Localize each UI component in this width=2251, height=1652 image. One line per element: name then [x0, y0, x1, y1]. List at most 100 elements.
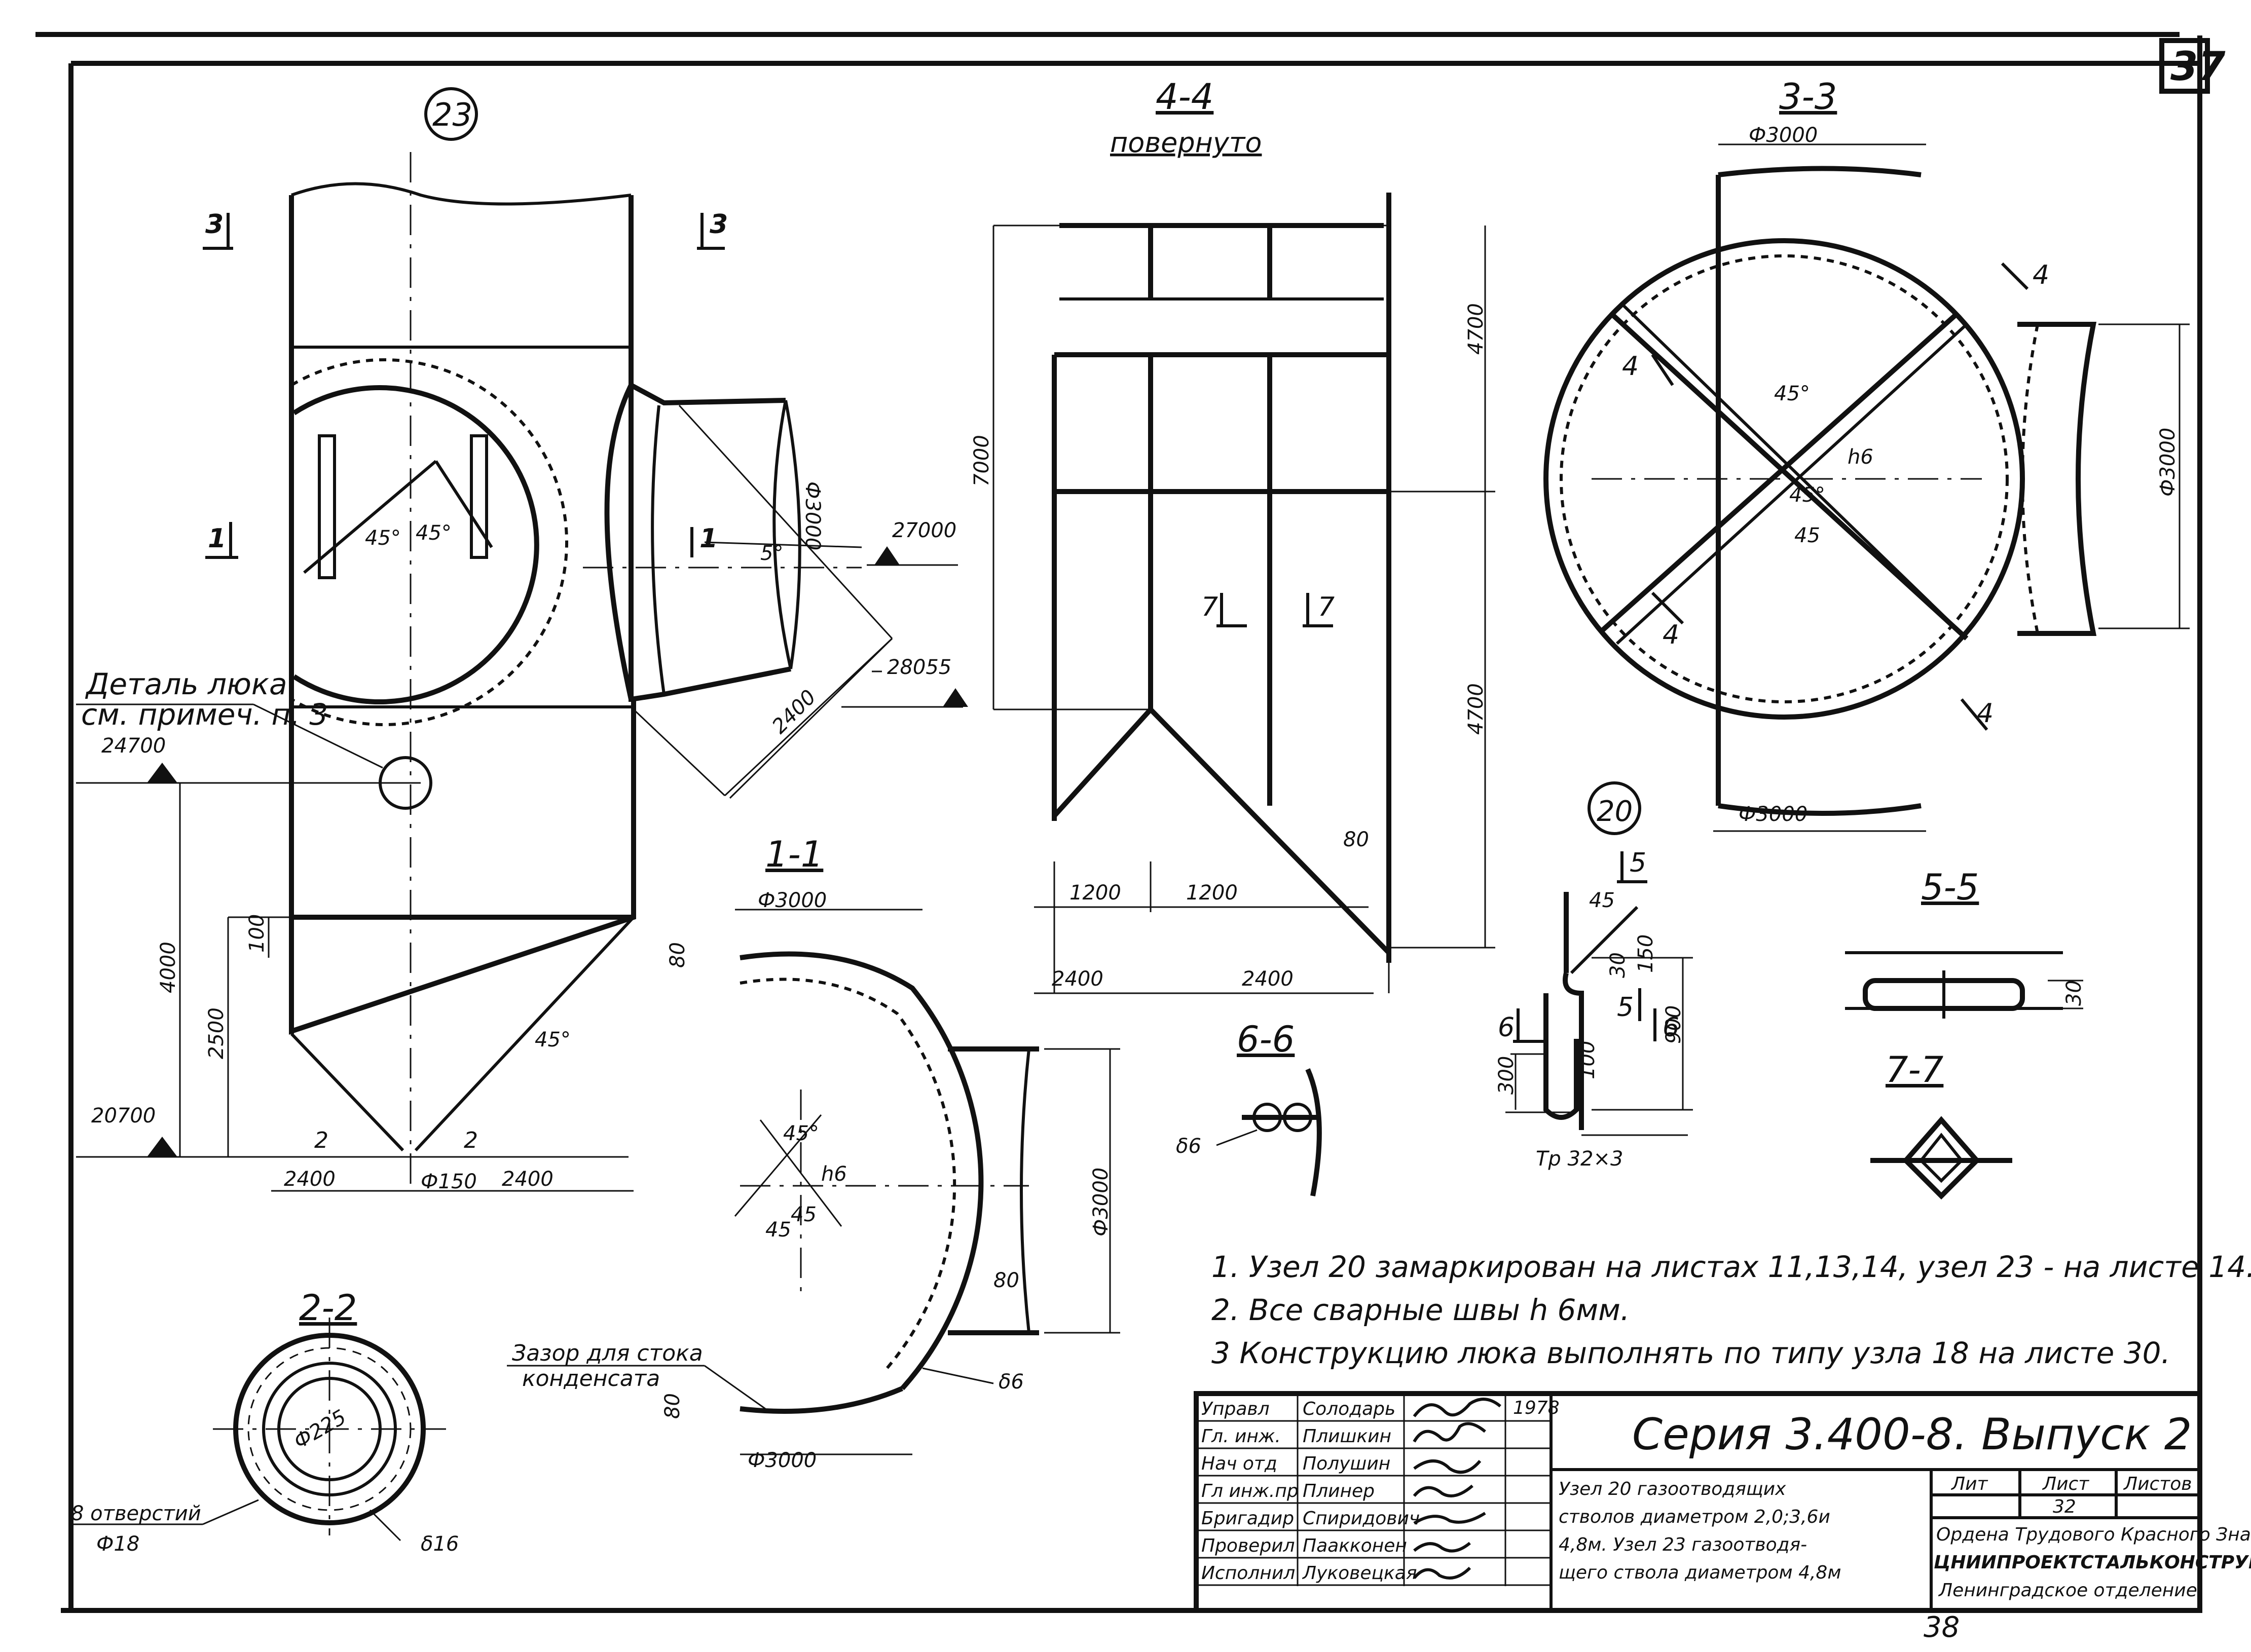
tb-list-num: 32	[2053, 1496, 2076, 1517]
node-20: 20 45 30 150 900 300 100 Тр 32×3 5 5 6 6	[1495, 781, 1693, 1171]
s11-phi-right: Ф3000	[1089, 1168, 1113, 1236]
tb-role-0: Управл	[1201, 1399, 1270, 1419]
sheet-number: 37	[2170, 44, 2226, 90]
n20-dim-150: 150	[1634, 934, 1657, 973]
s11-weld-h6: h6	[821, 1162, 847, 1186]
n20-dim-100: 100	[1576, 1041, 1599, 1079]
n20-cut-5b: 5	[1617, 992, 1634, 1023]
node-20-label: 20	[1597, 795, 1633, 828]
s22-phi225: Ф225	[290, 1405, 350, 1453]
cut-2-left: 2	[314, 1128, 328, 1153]
dim-1200-right: 1200	[1186, 881, 1238, 905]
s55-dim-30: 30	[2062, 980, 2086, 1006]
note-3: 3 Конструкцию люка выполнять по типу узл…	[1211, 1336, 2170, 1370]
tb-name-4: Спиридович	[1303, 1508, 1420, 1529]
cut-2-right: 2	[464, 1128, 478, 1153]
tb-desc-1: стволов диаметром 2,0;3,6и	[1559, 1507, 1830, 1527]
section-2-2: 2-2 Ф225 8 отверстий Ф18 δ16	[71, 1287, 459, 1556]
notes: 1. Узел 20 замаркирован на листах 11,13,…	[1211, 1250, 2251, 1370]
cut-3-left: 3	[205, 209, 224, 240]
section-1-1: 1-1 Ф3000 Ф3000 Ф3000 80 80 80 δ6 45° 45…	[507, 834, 1120, 1472]
s11-angle-45c: 45	[765, 1218, 791, 1242]
elev-28055: 28055	[887, 656, 951, 679]
s33-cut-4c: 4	[1663, 620, 1679, 650]
tb-name-1: Плишкин	[1303, 1426, 1391, 1447]
s33-weld-h6: h6	[1848, 445, 1873, 469]
dim-4000: 4000	[157, 942, 180, 993]
s22-holes-line2: Ф18	[96, 1532, 139, 1556]
tb-name-6: Луковецкая	[1302, 1563, 1417, 1584]
tb-listov: Листов	[2123, 1474, 2192, 1494]
s33-cut-4a: 4	[2033, 260, 2049, 290]
signatures	[1413, 1398, 1501, 1580]
s22-holes-line1: 8 отверстий	[71, 1502, 201, 1525]
s11-dim-80-c: 80	[661, 1393, 684, 1419]
n20-dim-900: 900	[1662, 1005, 1685, 1044]
angle-45-b: 45°	[416, 521, 452, 545]
dim-4700-bottom: 4700	[1464, 683, 1488, 735]
dim-2400-left: 2400	[284, 1168, 336, 1191]
dim-80: 80	[1343, 828, 1369, 851]
s11-gap-line2: конденсата	[522, 1366, 660, 1392]
tb-lit: Лит	[1950, 1474, 1988, 1494]
n20-dim-30: 30	[1606, 952, 1630, 978]
s33-phi-right: Ф3000	[2156, 428, 2180, 497]
n20-dim-45: 45	[1589, 889, 1615, 912]
section-5-5: 5-5 30	[1845, 867, 2086, 1019]
section-7-7: 7-7	[1870, 1049, 2012, 1200]
dim-100: 100	[245, 914, 269, 953]
dim-2400-left: 2400	[1052, 967, 1103, 991]
dim-2400-right: 2400	[502, 1168, 553, 1191]
n20-cut-6b: 6	[1663, 1012, 1679, 1043]
sheet-frame: 37 38	[35, 32, 2226, 1644]
tb-name-2: Полушин	[1303, 1453, 1390, 1474]
angle-5: 5°	[760, 542, 783, 565]
elev-20700: 20700	[91, 1104, 156, 1128]
tb-role-6: Исполнил	[1201, 1563, 1295, 1584]
dim-phi3000: Ф3000	[801, 481, 824, 550]
tb-role-5: Проверил	[1201, 1535, 1295, 1556]
s33-angle-45c: 45	[1794, 524, 1820, 547]
sheet-bottom-number: 38	[1924, 1611, 1960, 1644]
cut-1-right: 1	[699, 523, 718, 554]
node-23: 23	[76, 87, 968, 1193]
s11-phi-bottom: Ф3000	[748, 1449, 817, 1472]
node-23-label: 23	[432, 96, 472, 133]
tb-role-3: Гл инж.пр	[1201, 1481, 1299, 1501]
section-4-4-subtitle: повернуто	[1110, 127, 1262, 159]
section-4-4-title: 4-4	[1156, 76, 1213, 118]
manhole-detail-line2: см. примеч. п. 3	[81, 697, 328, 732]
s11-phi-top: Ф3000	[758, 889, 827, 912]
section-5-5-title: 5-5	[1921, 867, 1979, 908]
dim-phi150: Ф150	[421, 1170, 477, 1193]
tb-year: 1978	[1513, 1398, 1560, 1418]
dim-7000: 7000	[970, 435, 993, 486]
section-7-7-title: 7-7	[1886, 1049, 1943, 1091]
elev-27000: 27000	[892, 519, 956, 542]
tb-org-1: ЦНИИПРОЕКТСТАЛЬКОНСТРУКЦИЯ	[1934, 1552, 2251, 1573]
tb-name-0: Солодарь	[1303, 1399, 1395, 1419]
tb-role-2: Нач отд	[1201, 1453, 1277, 1474]
s33-phi-top: Ф3000	[1749, 124, 1818, 147]
s11-angle-45a: 45°	[783, 1122, 819, 1145]
cut-7-left: 7	[1201, 592, 1218, 622]
cut-7-right: 7	[1318, 592, 1335, 622]
section-6-6: 6-6 δ6	[1176, 1019, 1322, 1196]
tb-desc-0: Узел 20 газоотводящих	[1559, 1479, 1786, 1499]
dim-4700-top: 4700	[1464, 303, 1488, 355]
dim-2500: 2500	[205, 1007, 228, 1059]
section-3-3-title: 3-3	[1779, 76, 1837, 118]
tb-series: Серия 3.400-8. Выпуск 2	[1632, 1409, 2192, 1460]
s11-dim-80-a: 80	[666, 942, 689, 968]
tb-list: Лист	[2042, 1474, 2089, 1494]
n20-cut-5a: 5	[1630, 848, 1646, 878]
s11-dim-80-b: 80	[993, 1269, 1019, 1292]
dim-1200-left: 1200	[1069, 881, 1121, 905]
manhole-detail-line1: Деталь люка	[85, 667, 287, 701]
tb-org-2: Ленинградское отделение	[1938, 1580, 2197, 1601]
section-6-6-title: 6-6	[1237, 1019, 1295, 1060]
title-block: Управл Гл. инж. Нач отд Гл инж.пр Бригад…	[1194, 1391, 2251, 1613]
n20-tube: Тр 32×3	[1536, 1147, 1623, 1171]
s11-angle-45b: 45	[791, 1203, 817, 1226]
